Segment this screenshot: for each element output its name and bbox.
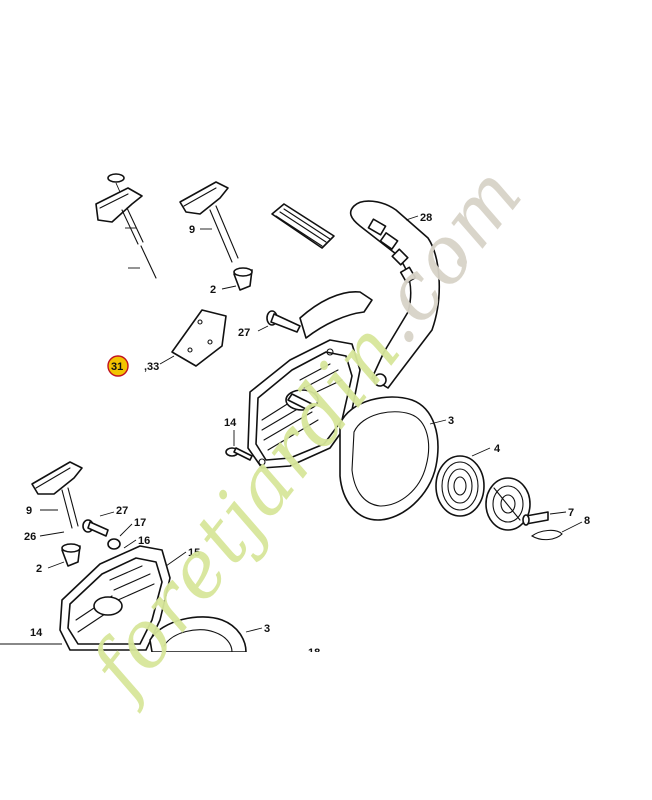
label-33: ,33 xyxy=(144,361,159,373)
fan-housing-bottom xyxy=(59,545,187,651)
label-9-top: 9 xyxy=(189,224,195,236)
label-14-bottom: 14 xyxy=(30,627,43,639)
label-2-top: 2 xyxy=(210,284,216,296)
rewind-spring xyxy=(435,447,491,517)
leader-26 xyxy=(39,531,65,537)
label-3-mid: 3 xyxy=(448,415,454,427)
rope-guide-bushing-top xyxy=(221,267,253,291)
starter-grip-bottom xyxy=(31,461,83,529)
screw-mid xyxy=(225,430,253,461)
washer-and-clip xyxy=(522,511,583,541)
cover-plate xyxy=(159,309,227,367)
label-2-bottom: 2 xyxy=(36,563,42,575)
label-8: 8 xyxy=(584,515,590,527)
collar-screw-bottom xyxy=(82,511,137,550)
baffle-bottom xyxy=(149,616,263,653)
starter-grip-top-left xyxy=(95,173,157,279)
label-3-bottom: 3 xyxy=(264,623,270,635)
highlight-marker-31: 31 xyxy=(107,355,129,377)
label-17: 17 xyxy=(134,517,146,529)
label-16: 16 xyxy=(138,535,150,547)
label-14-mid: 14 xyxy=(224,417,237,429)
starter-grip-top xyxy=(179,181,239,263)
rope-rotor xyxy=(485,477,531,531)
label-7: 7 xyxy=(568,507,574,519)
decal-strip xyxy=(271,203,335,249)
label-28: 28 xyxy=(420,212,432,224)
label-27-top: 27 xyxy=(238,327,250,339)
label-26: 26 xyxy=(24,531,36,543)
label-31: 31 xyxy=(111,361,123,373)
hand-guard xyxy=(299,200,441,389)
label-9-bottom: 9 xyxy=(26,505,32,517)
baffle-mid xyxy=(339,396,447,521)
rope-guide-bushing-bottom xyxy=(47,543,81,569)
label-4: 4 xyxy=(494,443,501,455)
crop-mask xyxy=(0,652,652,800)
label-27-bottom: 27 xyxy=(116,505,128,517)
collar-screw-top xyxy=(257,310,301,333)
watermark-tail-shape xyxy=(457,257,467,267)
label-15: 15 xyxy=(188,547,200,559)
